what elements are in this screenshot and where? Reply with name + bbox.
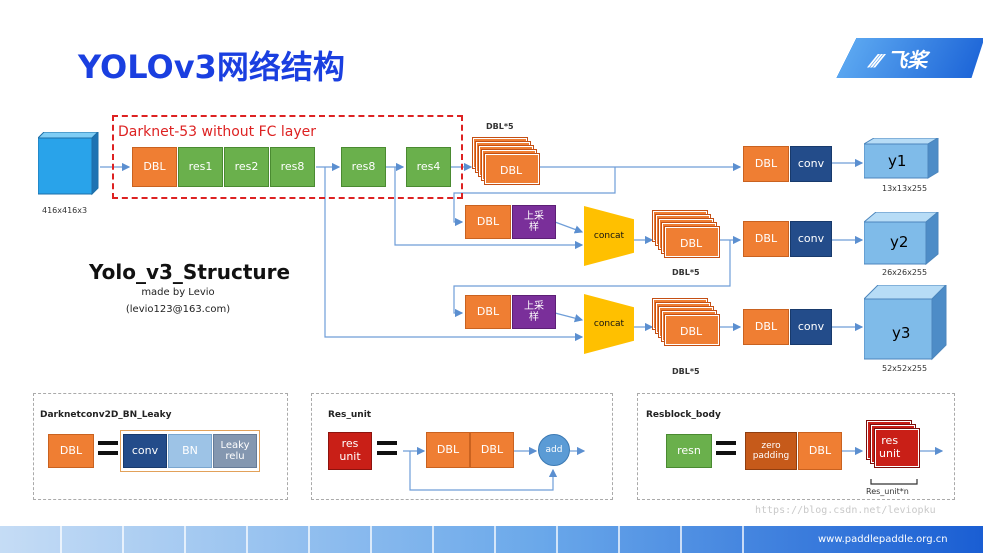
legend-res-dbl-1: DBL	[426, 432, 470, 468]
input-cube	[38, 132, 99, 196]
legend-res-unit-count: Res_unit*n	[866, 487, 909, 496]
legend-res-title: Res_unit	[328, 410, 372, 420]
head1-conv: conv	[790, 146, 832, 182]
stack-top-text: DBL	[500, 164, 523, 177]
darknet-label: Darknet-53 without FC layer	[118, 124, 316, 140]
backbone-res1: res1	[178, 147, 223, 187]
legend-zero-padding: zero padding	[745, 432, 797, 470]
legend-resn: resn	[666, 434, 712, 468]
backbone-res2: res2	[224, 147, 269, 187]
branch1-dbl: DBL	[465, 205, 511, 239]
head2-dbl: DBL	[743, 221, 789, 257]
head2-size: 26x26x255	[882, 268, 928, 277]
legend-res	[311, 393, 613, 500]
legend-res-unit-stack: res unit	[866, 420, 926, 476]
legend-dbl	[33, 393, 288, 500]
stack-bottom-label: DBL*5	[672, 367, 700, 376]
legend-res-lhs: res unit	[328, 432, 372, 470]
logo-text: 飞桨	[887, 48, 928, 72]
head3-cube	[864, 285, 947, 361]
legend-dbl-title: Darknetconv2D_BN_Leaky	[40, 410, 172, 420]
backbone-res4: res4	[406, 147, 451, 187]
stack-mid-text: DBL	[680, 237, 703, 250]
head3-dbl: DBL	[743, 309, 789, 345]
equals-sign-bottom-2	[377, 451, 397, 455]
structure-email: (levio123@163.com)	[125, 304, 231, 315]
head2-conv: conv	[790, 221, 832, 257]
legend-bn: BN	[168, 434, 212, 468]
equals-sign-top	[98, 441, 118, 445]
stack-bottom-text: DBL	[680, 325, 703, 338]
legend-resblock	[637, 393, 955, 500]
watermark: https://blog.csdn.net/leviopku	[755, 505, 936, 516]
head3-conv: conv	[790, 309, 832, 345]
head3-output: y3	[892, 324, 911, 342]
footer-band	[0, 526, 983, 553]
structure-author: made by Levio	[141, 287, 215, 298]
legend-block-dbl: DBL	[798, 432, 842, 470]
legend-res-dbl-2: DBL	[470, 432, 514, 468]
legend-dbl-bracket	[120, 430, 260, 472]
backbone-res8-b: res8	[341, 147, 386, 187]
legend-res-unit-text: res unit	[879, 434, 901, 460]
head1-cube	[864, 138, 939, 179]
head1-output: y1	[888, 152, 907, 170]
branch1-upsample: 上采 样	[512, 205, 556, 239]
stack-mid-label: DBL*5	[672, 268, 700, 277]
structure-title: Yolo_v3_Structure	[89, 260, 291, 284]
legend-leaky: Leaky relu	[213, 434, 257, 468]
legend-resblock-title: Resblock_body	[646, 410, 721, 420]
equals-sign-top-2	[377, 441, 397, 445]
head1-size: 13x13x255	[882, 184, 928, 193]
head1-dbl: DBL	[743, 146, 789, 182]
paddle-logo: ⁄⁄⁄ 飞桨	[872, 48, 928, 72]
stack-bottom: DBL	[652, 298, 722, 350]
equals-sign-bottom-3	[716, 451, 736, 455]
backbone-dbl: DBL	[132, 147, 177, 187]
equals-sign-bottom	[98, 451, 118, 455]
head3-size: 52x52x255	[882, 364, 928, 373]
head2-output: y2	[890, 233, 909, 251]
legend-conv: conv	[123, 434, 167, 468]
head2-cube	[864, 212, 939, 266]
legend-add: add	[538, 434, 570, 466]
footer-url: www.paddlepaddle.org.cn	[818, 534, 948, 545]
branch2-dbl: DBL	[465, 295, 511, 329]
stack-mid: DBL	[652, 210, 722, 262]
backbone-res8-a: res8	[270, 147, 315, 187]
stack-top-label: DBL*5	[486, 122, 514, 131]
legend-dbl-lhs: DBL	[48, 434, 94, 468]
branch2-upsample: 上采 样	[512, 295, 556, 329]
slide-title: YOLOv3网络结构	[78, 48, 345, 86]
darknet-group	[112, 115, 463, 199]
stack-top: DBL	[472, 137, 542, 189]
equals-sign-top-3	[716, 441, 736, 445]
input-size-label: 416x416x3	[42, 206, 88, 215]
footer-segments	[0, 526, 983, 553]
